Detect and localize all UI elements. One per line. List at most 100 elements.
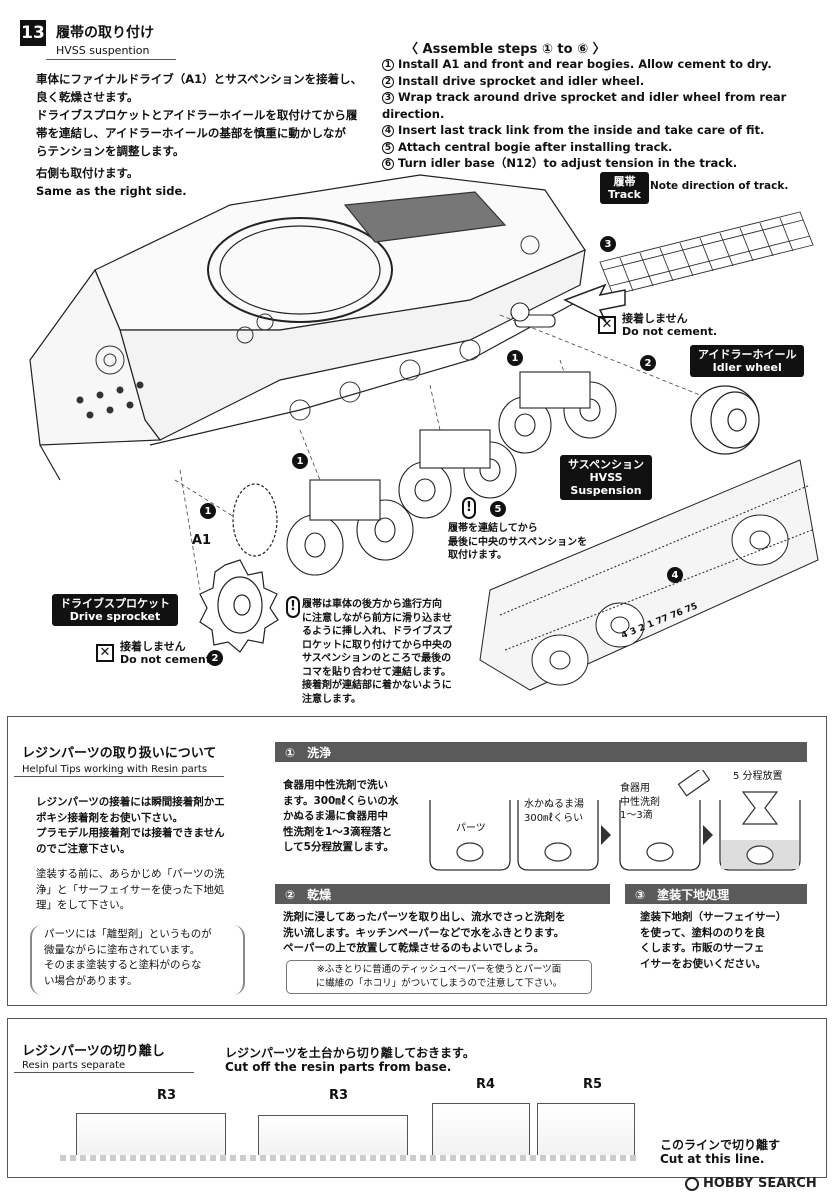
no-cement-x-icon: ✕ bbox=[598, 316, 616, 334]
para-line: のでご注意下さい。 bbox=[36, 842, 131, 855]
detergent-line: 食器用 bbox=[620, 783, 650, 794]
dry-line: 洗剤に浸してあったパーツを取り出し、流水でさっと洗剤を bbox=[283, 911, 566, 923]
no-cement-en: Do not cement. bbox=[120, 653, 216, 666]
wash-text: 食器用中性洗剤で洗い ます。300㎖くらいの水 かぬるま湯に食器用中 性洗剤を1… bbox=[283, 778, 418, 856]
step-circle: 5 bbox=[382, 141, 394, 154]
note-line: 履帯は車体の後方から進行方向 bbox=[302, 599, 442, 610]
track-label: 履帯 Track bbox=[600, 172, 649, 204]
drive-sprocket-label: ドライブスプロケット Drive sprocket bbox=[52, 594, 178, 626]
susp-label-en1: HVSS bbox=[589, 471, 623, 484]
track-label-jp: 履帯 bbox=[613, 175, 636, 188]
assemble-steps-title: 〈 Assemble steps ① to ⑥ 〉 bbox=[405, 42, 606, 57]
step-subtitle: HVSS suspention bbox=[56, 44, 150, 57]
detergent-line: 1～3滴 bbox=[620, 810, 653, 821]
same-side-en: Same as the right side. bbox=[36, 184, 187, 198]
resin-cut-title: レジンパーツの切り離し bbox=[22, 1044, 165, 1059]
no-cement-jp: 接着しません bbox=[622, 312, 688, 325]
primer-line: イサーをお使いください。 bbox=[640, 957, 766, 970]
susp-label-en2: Suspension bbox=[570, 484, 642, 497]
resin-part-r5 bbox=[537, 1103, 635, 1155]
resin-cut-line-jp: レジンパーツを土台から切り離しておきます。 bbox=[225, 1046, 475, 1060]
direction-arrow bbox=[563, 283, 626, 322]
note-line: 注意します。 bbox=[302, 693, 361, 705]
step-circle: 2 bbox=[382, 75, 394, 88]
wash-header: ① 洗浄 bbox=[275, 742, 807, 762]
resin-part-r3-b bbox=[258, 1115, 408, 1155]
step-text: Attach central bogie after installing tr… bbox=[398, 139, 673, 154]
part-label-r5: R5 bbox=[583, 1077, 603, 1092]
dry-line: ペーパーの上で放置して乾燥させるのもよいでしょう。 bbox=[283, 942, 545, 954]
part-a1-label: A1 bbox=[192, 533, 212, 548]
dry-note-line: ※ふきとりに普通のティッシュペーパーを使うとパーツ面 bbox=[316, 964, 562, 975]
note-line: 取付けます。 bbox=[448, 550, 507, 561]
note-line: コマを貼り合わせて連結します。 bbox=[302, 666, 451, 678]
resin-tips-para1: レジンパーツの接着には瞬間接着剤かエ ポキシ接着剤をお使い下さい。 プラモデル用… bbox=[36, 795, 276, 857]
idler-arm-drawing bbox=[510, 302, 556, 328]
resin-cut-subtitle: Resin parts separate bbox=[22, 1060, 126, 1071]
same-side-jp: 右側も取付けます。 bbox=[36, 166, 139, 180]
dry-note-box: ※ふきとりに普通のティッシュペーパーを使うとパーツ面 に繊維の「ホコリ」がついて… bbox=[286, 960, 592, 994]
track-direction-note: Note direction of track. bbox=[650, 180, 789, 192]
wash-line: かぬるま湯に食器用中 bbox=[283, 810, 388, 822]
step-marker-3: 3 bbox=[600, 236, 616, 252]
step-marker-5: 5 bbox=[490, 501, 506, 517]
resin-cut-rule bbox=[14, 1072, 194, 1073]
no-cement-jp: 接着しません bbox=[120, 640, 186, 653]
step-text: Wrap track around drive sprocket and idl… bbox=[382, 90, 787, 121]
idler-label-en: Idler wheel bbox=[712, 361, 782, 374]
box-line: パーツには「離型剤」というものが bbox=[44, 928, 212, 940]
box-line: そのまま塗装すると塗料がのらな bbox=[44, 959, 202, 971]
same-side-note: 右側も取付けます。 Same as the right side. bbox=[36, 164, 187, 200]
note-line: ロケットに取り付けてから中央の bbox=[302, 639, 452, 651]
title-rule bbox=[46, 59, 176, 60]
wash-diagram bbox=[429, 770, 801, 871]
susp-label-jp: サスペンション bbox=[568, 458, 645, 471]
step-circle: 3 bbox=[382, 92, 394, 104]
assembled-track-drawing bbox=[479, 459, 819, 691]
step-marker-1: 1 bbox=[507, 350, 523, 366]
wash-parts-label: パーツ bbox=[456, 823, 486, 834]
dry-line: 洗い流します。キッチンペーパーなどで水をふきとります。 bbox=[283, 926, 565, 939]
note-line: るように挿し入れ、ドライブスプ bbox=[302, 626, 453, 637]
idler-label-jp: アイドラーホイール bbox=[698, 348, 797, 361]
note-line: 履帯を連結してから bbox=[448, 523, 538, 534]
primer-line: 塗装下地剤（サーフェイサー） bbox=[640, 911, 787, 923]
instr-line: ドライブスプロケットとアイドラーホイールを取付けてから履 bbox=[36, 108, 358, 122]
step-marker-1: 1 bbox=[200, 503, 216, 519]
note-line: に注意しながら前方に滑り込ませ bbox=[302, 612, 452, 624]
sprocket-label-en: Drive sprocket bbox=[69, 610, 161, 623]
suspension-bogies-drawing bbox=[286, 371, 617, 576]
step-marker-4: 4 bbox=[667, 567, 683, 583]
wash-line: して5分程放置します。 bbox=[283, 841, 394, 853]
idler-wheel-label: アイドラーホイール Idler wheel bbox=[690, 345, 805, 377]
part-label-r3: R3 bbox=[157, 1088, 177, 1103]
resin-part-r4 bbox=[432, 1103, 530, 1155]
no-cement-en: Do not cement. bbox=[622, 325, 718, 338]
track-warning-note: 履帯は車体の後方から進行方向 に注意しながら前方に滑り込ませ るように挿し入れ、… bbox=[302, 598, 477, 706]
step-text: Insert last track link from the inside a… bbox=[398, 123, 765, 137]
no-cement-x-icon: ✕ bbox=[96, 644, 114, 662]
warning-icon: ! bbox=[286, 596, 300, 618]
instr-line: 帯を連結し、アイドラーホイールの基部を慎重に動かしなが bbox=[36, 126, 346, 140]
step-marker-2: 2 bbox=[207, 650, 223, 666]
wash-line: ます。300㎖くらいの水 bbox=[283, 794, 399, 807]
warning-icon: ! bbox=[462, 497, 476, 519]
para-line: ポキシ接着剤をお使い下さい。 bbox=[36, 811, 183, 824]
dry-text: 洗剤に浸してあったパーツを取り出し、流水でさっと洗剤を 洗い流します。キッチンペ… bbox=[283, 910, 613, 957]
wash-leave-label: 5 分程放置 bbox=[733, 771, 783, 782]
step-marker-1: 1 bbox=[292, 453, 308, 469]
instr-line: 車体にファイナルドライブ（A1）とサスペンションを接着し、 bbox=[36, 72, 363, 86]
resin-part-r3-a bbox=[76, 1113, 226, 1155]
para-line: 塗装する前に、あらかじめ「パーツの洗 bbox=[36, 868, 225, 880]
step-instructions-jp: 車体にファイナルドライブ（A1）とサスペンションを接着し、 良く乾燥させます。 … bbox=[36, 70, 366, 160]
dry-header: ② 乾燥 bbox=[275, 884, 610, 904]
resin-tips-para2: 塗装する前に、あらかじめ「パーツの洗 浄」と「サーフェイサーを使った下地処 理」… bbox=[36, 867, 276, 914]
track-label-en: Track bbox=[608, 188, 641, 201]
detergent-line: 中性洗剤 bbox=[620, 796, 660, 808]
